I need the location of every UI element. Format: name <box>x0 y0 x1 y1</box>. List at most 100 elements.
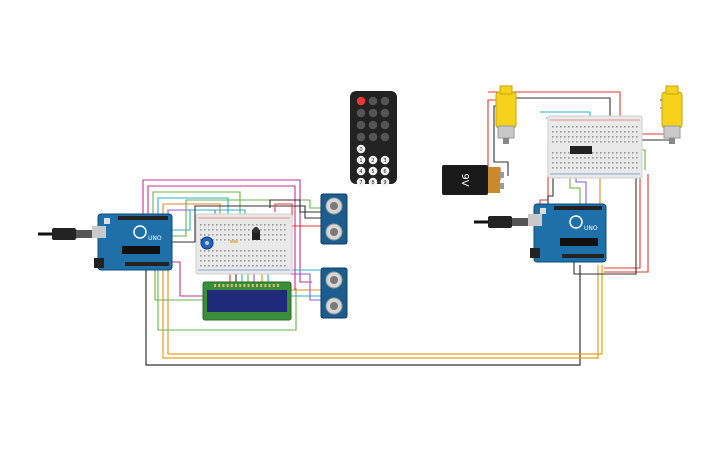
power-icon[interactable] <box>356 96 366 106</box>
remote-digit-key[interactable] <box>380 177 390 187</box>
remote-digit-key[interactable] <box>380 155 390 165</box>
breadboard-hole <box>616 141 618 143</box>
breadboard-hole <box>584 167 586 169</box>
remote-digit-key[interactable] <box>356 155 366 165</box>
breadboard-hole <box>236 255 238 257</box>
remote-digit-key[interactable] <box>368 155 378 165</box>
breadboard-hole <box>232 265 234 267</box>
breadboard-hole <box>576 162 578 164</box>
breadboard-hole <box>284 239 286 241</box>
breadboard-hole <box>240 250 242 252</box>
remote-digit-label: 2 <box>371 158 374 164</box>
breadboard-hole <box>620 157 622 159</box>
lcd-display[interactable] <box>202 281 292 321</box>
lcd-pins <box>214 284 279 287</box>
breadboard-hole <box>248 255 250 257</box>
breadboard-hole <box>608 152 610 154</box>
breadboard-hole <box>592 167 594 169</box>
breadboard-hole <box>276 250 278 252</box>
right-reset-button[interactable] <box>540 208 546 214</box>
lcd-pin <box>226 284 229 287</box>
remote-nav-key[interactable] <box>356 132 366 142</box>
breadboard-hole <box>236 250 238 252</box>
ultrasonic-sensor-top[interactable] <box>320 193 348 245</box>
breadboard-hole <box>564 152 566 154</box>
remote-digit-key[interactable] <box>356 144 366 154</box>
remote-digit-key[interactable] <box>380 166 390 176</box>
breadboard-hole <box>232 239 234 241</box>
breadboard-hole <box>216 239 218 241</box>
breadboard-hole <box>556 167 558 169</box>
breadboard-hole <box>624 131 626 133</box>
ultrasonic-sensor-bottom[interactable] <box>320 267 348 319</box>
breadboard-hole <box>552 126 554 128</box>
battery-label: 9V <box>459 173 470 186</box>
breadboard-hole <box>564 131 566 133</box>
breadboard-hole <box>204 250 206 252</box>
breadboard-hole <box>580 131 582 133</box>
breadboard-hole <box>228 229 230 231</box>
remote-nav-key[interactable] <box>356 108 366 118</box>
left-arduino-board[interactable]: UNO <box>38 213 173 271</box>
right-breadboard[interactable] <box>547 115 643 179</box>
breadboard-hole <box>264 250 266 252</box>
remote-digit-key[interactable] <box>356 177 366 187</box>
lcd-pin <box>264 284 267 287</box>
breadboard-hole <box>272 250 274 252</box>
remote-digit-key[interactable] <box>356 166 366 176</box>
remote-control-key[interactable] <box>368 96 378 106</box>
breadboard-hole <box>208 229 210 231</box>
breadboard-hole <box>248 224 250 226</box>
breadboard-hole <box>604 131 606 133</box>
breadboard-hole <box>264 260 266 262</box>
remote-nav-key[interactable] <box>380 132 390 142</box>
dc-motor-left[interactable] <box>495 85 517 144</box>
breadboard-hole <box>260 255 262 257</box>
breadboard-hole <box>620 162 622 164</box>
lcd-pin <box>256 284 258 287</box>
remote-nav-key[interactable] <box>368 132 378 142</box>
breadboard-hole <box>204 265 206 267</box>
breadboard-hole <box>268 255 270 257</box>
left-breadboard[interactable] <box>195 213 293 275</box>
breadboard-hole <box>556 141 558 143</box>
right-usb-port <box>528 214 542 226</box>
remote-nav-key[interactable] <box>380 108 390 118</box>
breadboard-hole <box>608 131 610 133</box>
breadboard-hole <box>284 224 286 226</box>
breadboard-hole <box>612 157 614 159</box>
breadboard-hole <box>256 224 258 226</box>
remote-nav-key[interactable] <box>368 120 378 130</box>
breadboard-hole <box>232 224 234 226</box>
remote-digit-label: 5 <box>371 169 374 175</box>
left-reset-button[interactable] <box>104 218 110 224</box>
lcd-screen <box>207 290 287 312</box>
breadboard-hole <box>224 229 226 231</box>
breadboard-hole <box>628 126 630 128</box>
remote-nav-key[interactable] <box>356 120 366 130</box>
breadboard-hole <box>252 255 254 257</box>
remote-nav-key[interactable] <box>368 108 378 118</box>
breadboard-hole <box>572 141 574 143</box>
breadboard-hole <box>616 152 618 154</box>
breadboard-hole <box>248 250 250 252</box>
breadboard-hole <box>252 224 254 226</box>
right-arduino-board[interactable]: UNO <box>474 203 607 263</box>
breadboard-hole <box>592 131 594 133</box>
remote-digit-key[interactable] <box>368 166 378 176</box>
breadboard-hole <box>260 224 262 226</box>
breadboard-hole <box>204 224 206 226</box>
breadboard-hole <box>244 255 246 257</box>
remote-nav-key[interactable] <box>380 120 390 130</box>
dc-motor-right[interactable] <box>661 85 683 144</box>
breadboard-hole <box>240 239 242 241</box>
remote-control-key[interactable] <box>380 96 390 106</box>
breadboard-hole <box>600 131 602 133</box>
battery-9v[interactable]: 9V <box>442 165 504 195</box>
breadboard-hole <box>216 260 218 262</box>
breadboard-hole <box>208 250 210 252</box>
breadboard-hole <box>592 162 594 164</box>
remote-digit-key[interactable] <box>368 177 378 187</box>
